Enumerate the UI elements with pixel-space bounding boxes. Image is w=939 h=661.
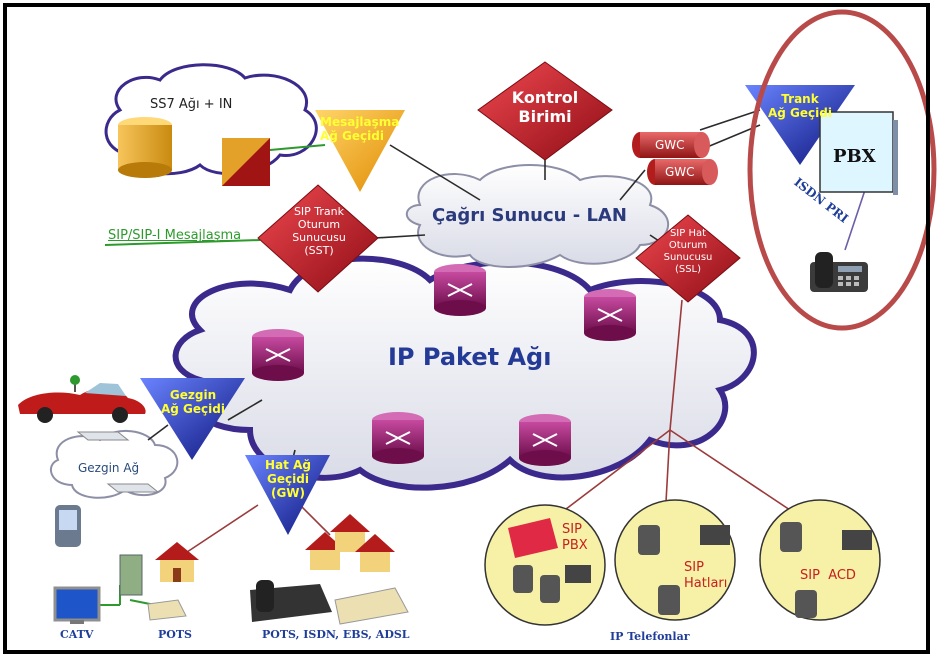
modem-icon (119, 554, 143, 596)
messaging-gateway-label: Mesajlaşma Ağ Geçidi (320, 115, 399, 143)
sip-trunk-server-line-4: (SST) (304, 244, 334, 257)
router-icon (519, 414, 571, 466)
messaging-gateway-triangle (315, 110, 405, 192)
tv-icon (53, 586, 101, 624)
sip-line-server-line-2: Oturum (668, 240, 708, 251)
pots-isdn-label: POTS, ISDN, EBS, ADSL (262, 628, 410, 641)
mobile-gateway-line-1: Gezgin (169, 388, 217, 402)
line-gateway-label: Hat Ağ Geçidi (GW) (258, 458, 318, 500)
pots-phone-icon (147, 599, 187, 621)
pbx-label: PBX (833, 146, 876, 167)
control-unit-diamond (477, 61, 613, 161)
sip-pbx-circle (484, 504, 606, 626)
sip-trunk-server-line-1: SIP Trank (293, 205, 345, 218)
line-gateway-triangle (245, 455, 330, 535)
line-gateway-line-2: Geçidi (267, 472, 309, 486)
database-icon (118, 117, 172, 178)
line-gateway-line-1: Hat Ağ (265, 458, 311, 472)
gwc-label-2: GWC (665, 165, 695, 179)
sip-pbx-line-2: PBX (562, 538, 588, 553)
sip-trunk-server-label: SIP Trank Oturum Sunucusu (SST) (285, 205, 353, 257)
control-unit-line-2: Birimi (518, 107, 572, 126)
car-icon (18, 375, 146, 423)
sip-acd-circle (759, 499, 881, 621)
sip-lines-line-1: SIP (684, 560, 704, 575)
trunk-gateway-label: Trank Ağ Geçidi (765, 92, 835, 120)
mobile-gateway-triangle (140, 378, 245, 460)
sip-trunk-server-line-3: Sunucusu (292, 231, 346, 244)
sip-lines-line-2: Hatları (684, 576, 728, 591)
trunk-gateway-line-2: Ağ Geçidi (768, 106, 832, 120)
sip-line-server-line-4: (SSL) (674, 264, 702, 275)
sip-trunk-server-diamond (257, 184, 379, 293)
messaging-gateway-line-2: Ağ Geçidi (320, 129, 384, 143)
call-server-label: Çağrı Sunucu - LAN (432, 205, 627, 226)
sip-line-server-diamond (635, 214, 741, 303)
purple-link (844, 189, 866, 251)
sip-pbx-label: SIP PBX (562, 522, 588, 554)
sip-messaging-label: SIP/SIP-I Mesajlaşma (108, 228, 242, 243)
mobile-gateway-label: Gezgin Ağ Geçidi (158, 388, 228, 416)
gwc-cylinder (647, 159, 718, 185)
desk-phone-icon (810, 252, 868, 292)
catv-label: CATV (60, 628, 94, 641)
ip-phones-label: IP Telefonlar (610, 630, 690, 643)
sip-line-server-line-1: SIP Hat (669, 228, 707, 239)
control-unit-line-1: Kontrol (511, 88, 579, 107)
trunk-gateway-triangle (745, 85, 855, 165)
ip-network-label: IP Paket Ağı (388, 343, 552, 371)
router-icon (252, 329, 304, 381)
control-unit-label: Kontrol Birimi (510, 88, 580, 126)
house-icon (155, 542, 199, 582)
business-phone-icon (250, 580, 332, 622)
gwc-label-1: GWC (655, 138, 685, 152)
ss7-label: SS7 Ağı + IN (150, 97, 233, 112)
mobile-gateway-line-2: Ağ Geçidi (161, 402, 225, 416)
analog-phone-icon (334, 587, 409, 625)
sip-trunk-server-line-2: Oturum (297, 218, 341, 231)
router-icon (372, 412, 424, 464)
router-icon (584, 289, 636, 341)
sip-line-server-line-3: Sunucusu (663, 252, 713, 263)
sip-acd-label: SIP ACD (800, 568, 856, 583)
houses-group-icon (305, 514, 395, 572)
diagram-frame (3, 3, 930, 654)
sip-pbx-line-1: SIP (562, 522, 582, 537)
mobile-phone-icon (55, 505, 81, 547)
pots-label: POTS (158, 628, 192, 641)
gwc-cylinder (632, 132, 710, 158)
sip-line-server-label: SIP Hat Oturum Sunucusu (SSL) (656, 228, 720, 276)
wireless-router-icon (76, 431, 160, 493)
pbx-highlight-ellipse (747, 9, 937, 331)
switch-icon (222, 138, 270, 186)
mobile-network-label: Gezgin Ağ (78, 461, 140, 475)
call-server-lan-cloud (405, 164, 670, 268)
trunk-gateway-line-1: Trank (781, 92, 819, 106)
messaging-gateway-line-1: Mesajlaşma (320, 115, 400, 129)
pbx-box (819, 111, 898, 195)
sip-lines-circle (614, 499, 736, 621)
router-icon (434, 264, 486, 316)
sip-lines-label: SIP Hatları (684, 560, 727, 592)
line-gateway-line-3: (GW) (270, 486, 306, 500)
